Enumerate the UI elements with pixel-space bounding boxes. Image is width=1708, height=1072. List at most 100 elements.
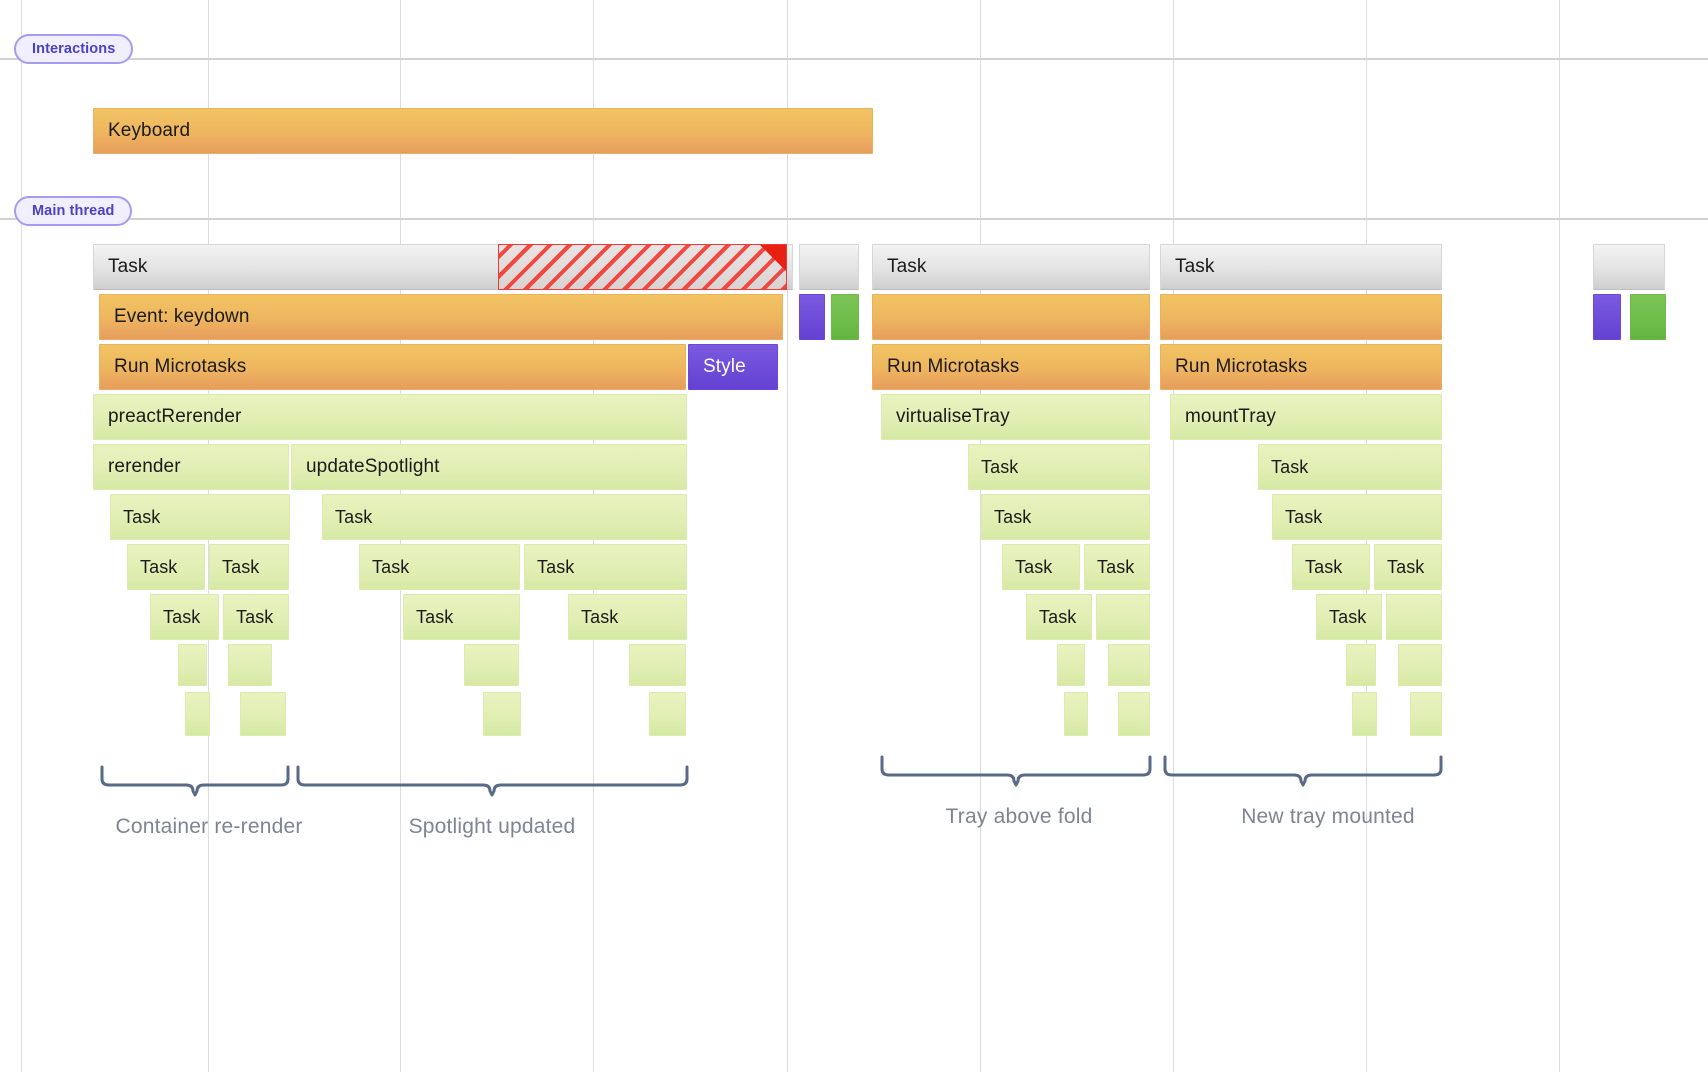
- block-label: Event: keydown: [114, 306, 250, 327]
- block-label: Task: [335, 506, 373, 527]
- track-separator-main-thread: [0, 218, 1708, 220]
- task-block[interactable]: Task: [110, 494, 290, 540]
- block-label: Task: [1175, 256, 1215, 277]
- style-marker-block[interactable]: [1593, 294, 1621, 340]
- mount-tray-block[interactable]: mountTray: [1170, 394, 1442, 440]
- block-label: rerender: [108, 456, 181, 477]
- track-label-main-thread[interactable]: Main thread: [14, 196, 133, 226]
- task-block[interactable]: [1096, 594, 1150, 640]
- task-block[interactable]: [178, 644, 207, 686]
- run-microtasks-block[interactable]: Run Microtasks: [99, 344, 686, 390]
- gridline: [1173, 0, 1174, 1072]
- task-block[interactable]: [240, 692, 286, 736]
- task-block[interactable]: Task: [1316, 594, 1382, 640]
- style-marker-block[interactable]: [799, 294, 825, 340]
- block-label: Keyboard: [108, 120, 191, 141]
- track-separator-interactions: [0, 58, 1708, 60]
- paint-marker-block[interactable]: [1630, 294, 1666, 340]
- brace-spotlight-updated: [296, 765, 689, 797]
- task-block[interactable]: [799, 244, 859, 290]
- task-block[interactable]: [1398, 644, 1442, 686]
- task-block[interactable]: Task: [1258, 444, 1442, 490]
- style-block[interactable]: Style: [688, 344, 778, 390]
- block-label: Task: [994, 506, 1032, 527]
- preact-rerender-block[interactable]: preactRerender: [93, 394, 687, 440]
- task-block[interactable]: [464, 644, 519, 686]
- block-label: virtualiseTray: [896, 406, 1010, 427]
- event-keydown-block[interactable]: [1160, 294, 1442, 340]
- block-label: Task: [1329, 606, 1367, 627]
- block-label: preactRerender: [108, 406, 242, 427]
- run-microtasks-block[interactable]: Run Microtasks: [872, 344, 1150, 390]
- annotation-new-tray-mounted: New tray mounted: [1241, 805, 1415, 828]
- task-block[interactable]: [1118, 692, 1150, 736]
- task-block[interactable]: Task: [981, 494, 1150, 540]
- rerender-block[interactable]: rerender: [93, 444, 289, 490]
- event-keydown-block[interactable]: [872, 294, 1150, 340]
- long-task-warning-overlay[interactable]: [498, 244, 787, 290]
- task-block[interactable]: [629, 644, 686, 686]
- task-block[interactable]: [1593, 244, 1665, 290]
- block-label: Task: [1387, 556, 1425, 577]
- task-block[interactable]: [649, 692, 686, 736]
- track-label-text: Interactions: [32, 41, 116, 57]
- task-block[interactable]: Task: [524, 544, 687, 590]
- block-label: Task: [981, 456, 1019, 477]
- task-block[interactable]: Task: [1160, 244, 1442, 290]
- task-block[interactable]: Task: [150, 594, 219, 640]
- gridline: [1559, 0, 1560, 1072]
- virtualise-tray-block[interactable]: virtualiseTray: [881, 394, 1150, 440]
- block-label: Run Microtasks: [887, 356, 1020, 377]
- task-block[interactable]: Task: [209, 544, 289, 590]
- event-keydown-block[interactable]: Event: keydown: [99, 294, 783, 340]
- brace-container-re-render: [100, 765, 290, 797]
- task-block[interactable]: Task: [1374, 544, 1442, 590]
- block-label: Task: [372, 556, 410, 577]
- task-block[interactable]: Task: [322, 494, 687, 540]
- task-block[interactable]: Task: [403, 594, 520, 640]
- task-block[interactable]: Task: [568, 594, 687, 640]
- block-label: Task: [123, 506, 161, 527]
- annotation-spotlight-updated: Spotlight updated: [408, 815, 576, 838]
- track-label-text: Main thread: [32, 203, 115, 219]
- task-block[interactable]: [228, 644, 272, 686]
- task-block[interactable]: [1352, 692, 1377, 736]
- block-label: Task: [163, 606, 201, 627]
- task-block[interactable]: [185, 692, 210, 736]
- block-label: Task: [581, 606, 619, 627]
- task-block[interactable]: Task: [1002, 544, 1080, 590]
- block-label: mountTray: [1185, 406, 1277, 427]
- block-label: Task: [1039, 606, 1077, 627]
- interaction-keyboard[interactable]: Keyboard: [93, 108, 873, 154]
- update-spotlight-block[interactable]: updateSpotlight: [291, 444, 687, 490]
- block-label: Run Microtasks: [1175, 356, 1308, 377]
- task-block[interactable]: [1064, 692, 1088, 736]
- block-label: Task: [887, 256, 927, 277]
- block-label: Task: [537, 556, 575, 577]
- task-block[interactable]: Task: [872, 244, 1150, 290]
- brace-new-tray-mounted: [1163, 755, 1443, 787]
- paint-marker-block[interactable]: [831, 294, 859, 340]
- task-block[interactable]: Task: [359, 544, 520, 590]
- run-microtasks-block[interactable]: Run Microtasks: [1160, 344, 1442, 390]
- block-label: Task: [1271, 456, 1309, 477]
- task-block[interactable]: [483, 692, 521, 736]
- task-block[interactable]: [1346, 644, 1376, 686]
- task-block[interactable]: Task: [127, 544, 205, 590]
- block-label: Style: [703, 356, 746, 377]
- task-block[interactable]: [1108, 644, 1150, 686]
- block-label: Task: [140, 556, 178, 577]
- task-block[interactable]: Task: [968, 444, 1150, 490]
- gridline: [21, 0, 22, 1072]
- block-label: Task: [416, 606, 454, 627]
- track-label-interactions[interactable]: Interactions: [14, 34, 134, 64]
- task-block[interactable]: Task: [1292, 544, 1370, 590]
- task-block[interactable]: Task: [1272, 494, 1442, 540]
- task-block[interactable]: Task: [223, 594, 289, 640]
- task-block[interactable]: Task: [1026, 594, 1092, 640]
- task-block[interactable]: [1386, 594, 1442, 640]
- task-block[interactable]: [1410, 692, 1442, 736]
- task-block[interactable]: Task: [1084, 544, 1150, 590]
- task-block[interactable]: [1057, 644, 1085, 686]
